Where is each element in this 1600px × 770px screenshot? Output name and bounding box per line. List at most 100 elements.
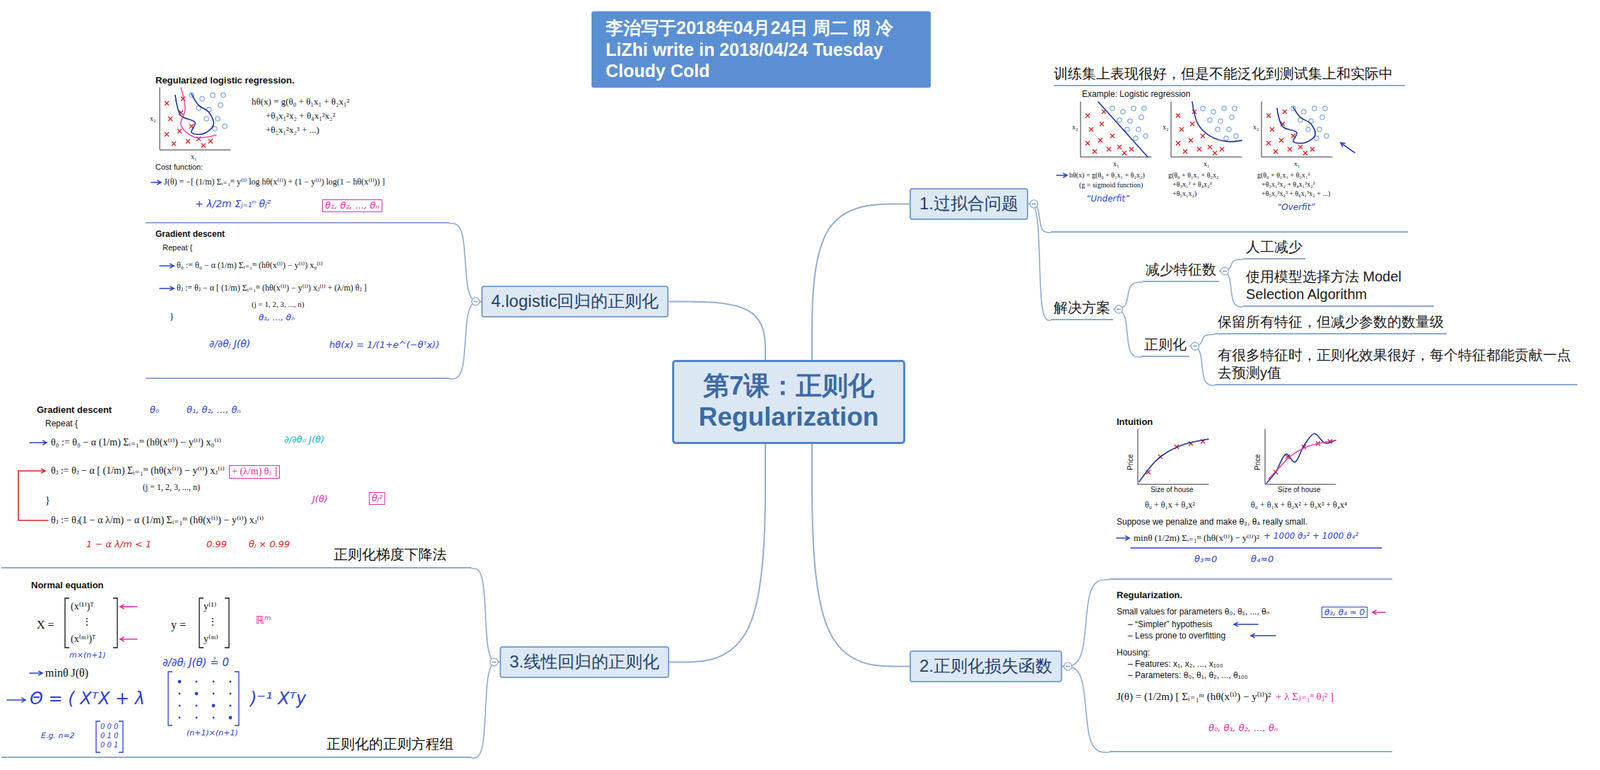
matrix-bracket	[199, 597, 229, 648]
cross-mark	[1266, 141, 1271, 146]
slide-panel: Gradient descentRepeat {θ₀ := θ₀ − α (1/…	[145, 224, 450, 379]
circle-mark	[1142, 106, 1147, 111]
formula-text: J(θ) = (1/2m) [ Σᵢ₌₁ᵐ (hθ(x⁽ⁱ⁾) − y⁽ⁱ⁾)²	[1116, 689, 1272, 703]
matrix-entry	[195, 716, 198, 719]
handwritten-note: + 1000 θ₃² + 1000 θ₄²	[1263, 530, 1359, 541]
branch-line	[449, 223, 482, 302]
sub-topic: 保留所有特征，但减少参数的数量级	[1214, 312, 1447, 335]
branch-line	[1028, 203, 1051, 321]
formula-text: Housing:	[1116, 647, 1150, 658]
annotation-arrow	[1340, 142, 1355, 153]
handwritten-note: hθ(x) = 1/(1+e^(−θᵀx))	[329, 339, 440, 351]
collapse-sign	[1192, 345, 1198, 347]
formula-text: – Features: x₁, x₂, ..., x₁₀₀	[1127, 658, 1224, 669]
formula-text: (g = sigmoid function)	[1079, 180, 1143, 190]
handwritten-note: )⁻¹ Xᵀy	[250, 688, 307, 709]
formula-text: Repeat {	[162, 243, 193, 253]
annotation-line	[18, 470, 49, 521]
topic-text: 2.正则化损失函数	[919, 655, 1053, 677]
circle-mark	[1139, 115, 1144, 120]
sub-topic: 正则化	[1141, 334, 1190, 357]
collapse-circle	[1191, 342, 1200, 350]
collapse-sign	[491, 661, 497, 663]
circle-mark	[1215, 127, 1220, 132]
branch-line	[812, 443, 910, 667]
collapse-sign	[1222, 270, 1227, 272]
main-topic: 2.正则化损失函数	[909, 650, 1063, 682]
branch-line	[668, 301, 766, 360]
formula-text: + λ Σⱼ₌₁ⁿ θⱼ² ]	[1275, 689, 1334, 703]
formula-text: θ₀ + θ₁x + θ₂x² + θ₃x³ + θ₄x⁴	[1250, 499, 1347, 510]
formula-text: x₂	[1162, 122, 1169, 132]
collapse-marker	[1191, 342, 1200, 350]
circle-mark	[1226, 127, 1232, 132]
plot-axis	[1261, 101, 1333, 157]
circle-mark	[1224, 135, 1229, 140]
formula-text: Price	[1126, 453, 1135, 470]
circle-mark	[1221, 106, 1227, 111]
handwritten-note: “Overfit”	[1277, 202, 1316, 213]
circle-mark	[1320, 115, 1325, 120]
formula-text: ⋮	[207, 616, 218, 629]
collapse-circle	[490, 657, 499, 666]
handwritten-note: θ₃, θ₄ ≈ 0	[1321, 606, 1368, 618]
formula-text: Size of house	[1277, 485, 1321, 494]
handwritten-note: θ₁, ..., θₙ	[258, 312, 295, 323]
main-topic: 4.logistic回归的正则化	[481, 285, 669, 318]
matrix-bracket	[65, 597, 118, 648]
fit-curve	[1098, 101, 1148, 157]
fit-curve	[1268, 440, 1336, 480]
sub-topic: 使用模型选择方法 Model Selection Algorithm	[1243, 267, 1434, 307]
cross-mark	[1298, 144, 1303, 150]
matrix-bracket	[96, 720, 123, 752]
fit-curve	[1192, 101, 1242, 142]
cross-mark	[1269, 127, 1275, 132]
sub-topic: 减少特征数	[1142, 260, 1220, 282]
branch-line	[471, 568, 500, 662]
annotation-arrow	[1056, 173, 1068, 178]
slide-heading: Example: Logistic regression	[1081, 89, 1191, 99]
formula-text: x₂	[1072, 122, 1079, 132]
cross-mark	[1197, 146, 1202, 152]
formula-text: x₁	[1113, 159, 1120, 169]
cross-mark	[1273, 149, 1278, 154]
cross-mark	[1310, 146, 1315, 152]
matrix-entry	[229, 680, 232, 683]
cross-mark	[1183, 149, 1188, 154]
collapse-circle	[1115, 305, 1123, 314]
slide-heading: Gradient descent	[155, 228, 225, 239]
collapse-circle	[1064, 662, 1073, 670]
cross-mark	[1099, 121, 1104, 126]
formula-text: y⁽¹⁾	[203, 600, 217, 613]
circle-mark	[1120, 109, 1126, 114]
formula-text: y⁽ᵐ⁾	[203, 633, 219, 646]
collapse-marker	[1064, 662, 1073, 670]
annotation-arrow	[120, 604, 138, 609]
cross-mark	[1279, 138, 1284, 143]
collapse-circle	[1221, 267, 1229, 275]
annotation-arrow	[159, 286, 174, 291]
collapse-marker	[472, 297, 480, 306]
formula-text: Cost function:	[155, 162, 203, 172]
annotation-arrow	[29, 440, 47, 445]
collapse-marker	[490, 657, 499, 666]
formula-text: x₁	[1203, 159, 1210, 169]
annotation-arrow	[29, 670, 43, 675]
branch-line	[1113, 309, 1142, 358]
formula-text: minθ (1/2m) Σᵢ₌₁ᵐ (hθ(x⁽ⁱ⁾) − y⁽ⁱ⁾)²	[1133, 532, 1260, 544]
handwritten-note: J(θ)	[312, 493, 328, 505]
formula-text: x₂	[1253, 122, 1260, 132]
circle-mark	[1229, 115, 1234, 120]
circle-mark	[1117, 118, 1122, 123]
topic-text: 解决方案	[1053, 298, 1111, 317]
circle-mark	[1218, 118, 1223, 123]
slide-panel: Regularization.Small values for paramete…	[1109, 583, 1393, 752]
circle-mark	[1317, 127, 1322, 132]
cross-mark	[201, 143, 206, 148]
cross-mark	[1092, 149, 1097, 154]
cross-mark	[208, 139, 213, 144]
formula-text: Suppose we penalize and make θ₃, θ₄ real…	[1116, 516, 1308, 527]
formula-text: +θ₃x₁²x₂ + θ₄x₁²x₂²	[265, 110, 336, 122]
circle-mark	[1143, 133, 1148, 138]
